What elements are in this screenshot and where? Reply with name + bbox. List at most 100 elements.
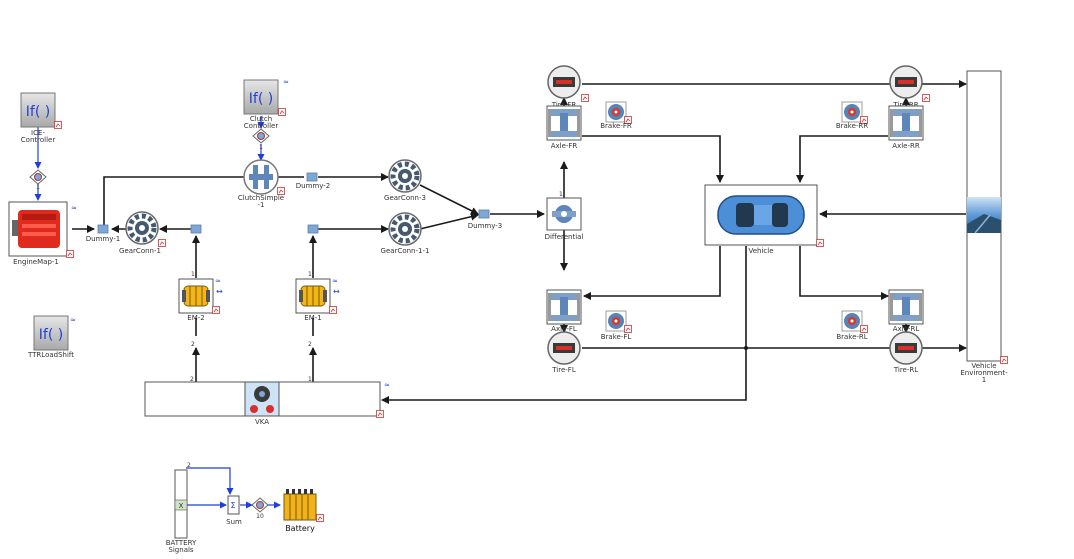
clutch-controller-label-1: Clutch (250, 115, 272, 123)
brake-fr-block[interactable]: Brake-FR (600, 101, 632, 130)
diff-port-label: 1 (559, 191, 563, 198)
gearconn-3-label: GearConn-3 (384, 194, 426, 202)
axle-fr-label: Axle-FR (551, 142, 578, 150)
gearconn-1-label: GearConn-1 (119, 247, 161, 255)
connector-em2-top[interactable] (190, 224, 202, 234)
sum-block[interactable]: Σ Sum (226, 495, 242, 526)
tire-rr-label: Tire-RR (892, 101, 918, 109)
dummy-3-block[interactable]: Dummy-3 (468, 209, 502, 230)
clutch-controller-block[interactable]: If( ) ≈ Clutch Controller (243, 78, 289, 130)
bus-port-2: 2 (187, 462, 191, 469)
dummy-3-label: Dummy-3 (468, 222, 502, 230)
axle-rr-block[interactable]: Axle-RR (888, 105, 924, 150)
connector-em1-top[interactable] (307, 224, 319, 234)
vka-label: VKA (255, 418, 269, 426)
dummy-2-block[interactable]: Dummy-2 (296, 172, 330, 190)
em1-link-icon: ↔ (333, 287, 340, 296)
ttr-expr: If( ) (39, 327, 63, 343)
axle-fr-block[interactable]: Axle-FR (546, 105, 582, 150)
vehicle-env-label-3: 1 (982, 376, 986, 384)
em1-port-2: 2 (308, 341, 312, 348)
sum-icon: Σ (230, 501, 235, 510)
signal-gain-battery[interactable]: 10 (251, 497, 269, 520)
ice-controller-label-2: Controller (21, 136, 56, 144)
signal-gain-clutch[interactable]: 1 (252, 128, 270, 151)
brake-rl-label: Brake-RL (836, 333, 867, 341)
em2-port-2: 2 (191, 341, 195, 348)
tire-fl-label: Tire-FL (551, 366, 576, 374)
vehicle-env-label-1: Vehicle (971, 362, 996, 370)
vehicle-label: Vehicle (748, 247, 773, 255)
brake-rr-block[interactable]: Brake-RR (836, 101, 868, 130)
brake-fl-label: Brake-FL (601, 333, 632, 341)
signal-gain-ice[interactable]: 1 (29, 169, 47, 191)
gearconn-3-block[interactable]: GearConn-3 (384, 160, 426, 202)
junctions (744, 346, 748, 350)
differential-label: Differential (545, 233, 584, 241)
connections (72, 80, 967, 404)
brake-fl-block[interactable]: Brake-FL (601, 310, 632, 341)
vehicle-env-block[interactable]: Vehicle Environment- 1 (960, 70, 1008, 384)
vka-port-2: 2 (190, 376, 194, 383)
em1-wifi-icon: ≈ (332, 277, 338, 285)
engine-wifi-icon: ≈ (71, 204, 77, 212)
axle-fl-label: Axle-FL (551, 325, 577, 333)
em2-port-1: 1 (191, 271, 195, 278)
clutch-simple-label-2: -1 (258, 201, 265, 209)
clutch-wifi-icon: ≈ (283, 78, 289, 86)
dummy-1-label: Dummy-1 (86, 235, 120, 243)
clutch-simple-label-1: ClutchSimple (238, 194, 284, 202)
battery-signals-label-2: Signals (168, 546, 194, 554)
battery-signals-block[interactable]: X 2 BATTERY Signals (166, 462, 197, 554)
tire-fr-block[interactable]: Tire-FR (547, 65, 589, 109)
clutch-simple-block[interactable]: ClutchSimple -1 (238, 159, 285, 209)
ttr-wifi-icon: ≈ (70, 316, 76, 324)
vehicle-env-label-2: Environment- (960, 369, 1008, 377)
differential-block[interactable]: 1 Differential (545, 191, 584, 241)
ttr-label: TTRLoadShift (27, 351, 74, 359)
vka-wifi-icon: ≈ (384, 381, 390, 389)
vka-block[interactable]: ≈ VKA 2 1 (144, 376, 390, 426)
ice-controller-expr: If( ) (26, 104, 50, 120)
axle-fl-block[interactable]: Axle-FL (546, 289, 582, 333)
brake-rl-block[interactable]: Brake-RL (836, 310, 868, 341)
battery-signals-label-1: BATTERY (166, 539, 197, 547)
bus-x-icon: X (179, 502, 184, 510)
gearconn-1-1-label: GearConn-1-1 (381, 247, 430, 255)
engine-map-block[interactable]: ≈ EngineMap-1 (8, 201, 77, 266)
em2-wifi-icon: ≈ (215, 277, 221, 285)
dummy-1-block[interactable]: Dummy-1 (86, 224, 120, 243)
gearconn-1-1-block[interactable]: GearConn-1-1 (381, 213, 430, 255)
axle-rl-label: Axle-RL (893, 325, 920, 333)
em-2-label: EM-2 (187, 314, 204, 322)
dummy-2-label: Dummy-2 (296, 182, 330, 190)
ice-controller-block[interactable]: If( ) ICE- Controller (20, 92, 62, 144)
signal-links (34, 116, 281, 509)
tire-rl-label: Tire-RL (893, 366, 918, 374)
gain-port-10: 10 (256, 513, 264, 520)
battery-label: Battery (285, 524, 315, 533)
tire-fl-block[interactable]: Tire-FL (547, 331, 581, 374)
em-1-block[interactable]: ≈ ↔ EM-1 1 2 (295, 271, 340, 348)
vka-port-1: 1 (308, 376, 312, 383)
clutch-controller-label-2: Controller (244, 122, 279, 130)
gearconn-1-block[interactable]: GearConn-1 (119, 212, 166, 255)
brake-rr-label: Brake-RR (836, 122, 868, 130)
tire-rr-block[interactable]: Tire-RR (889, 65, 930, 109)
vehicle-block[interactable]: Vehicle (704, 184, 824, 255)
port-label-1c: 1 (259, 144, 263, 151)
ice-controller-label-1: ICE- (31, 129, 45, 137)
engine-map-label: EngineMap-1 (13, 258, 59, 266)
battery-block[interactable]: Battery (283, 489, 324, 533)
ttr-load-shift-block[interactable]: If( ) ≈ TTRLoadShift (27, 315, 76, 359)
brake-fr-label: Brake-FR (600, 122, 632, 130)
tire-fr-label: Tire-FR (551, 101, 577, 109)
tire-rl-block[interactable]: Tire-RL (889, 331, 923, 374)
em2-link-icon: ↔ (216, 287, 223, 296)
em-1-label: EM-1 (304, 314, 321, 322)
em1-port-1: 1 (308, 271, 312, 278)
axle-rl-block[interactable]: Axle-RL (888, 289, 924, 333)
port-label-1b: 1 (36, 184, 40, 191)
em-2-block[interactable]: ≈ ↔ EM-2 1 2 (178, 271, 223, 348)
